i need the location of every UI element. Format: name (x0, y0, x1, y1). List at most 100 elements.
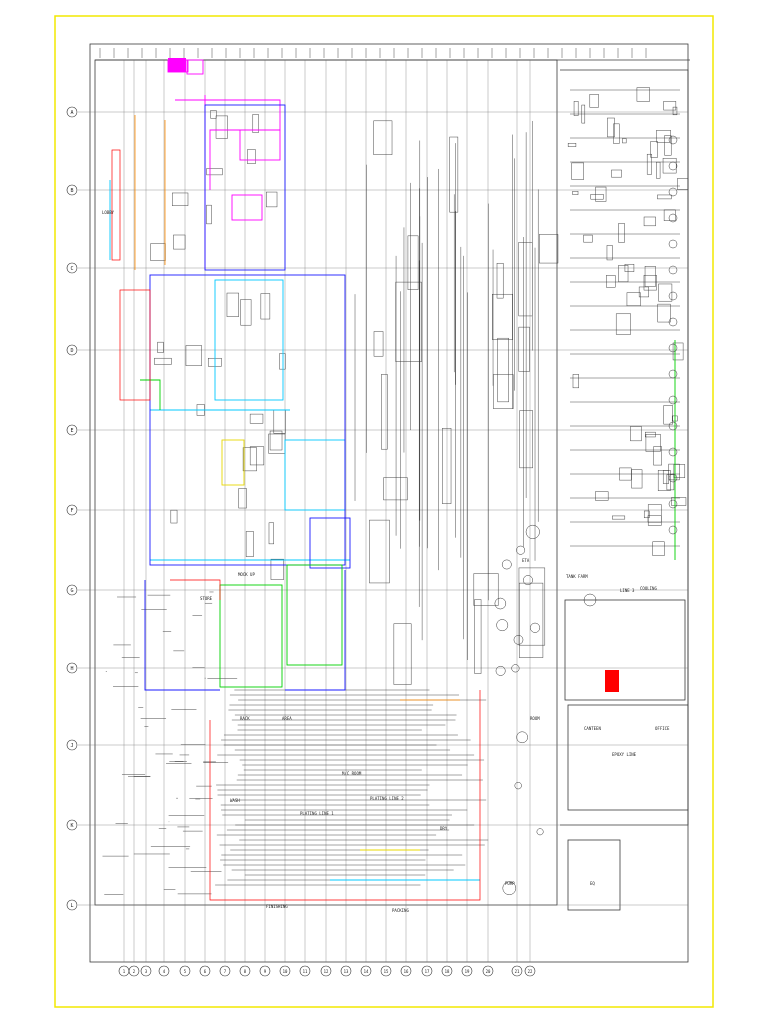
row-marker: J (66, 739, 78, 751)
tank-circle (668, 421, 678, 431)
equipment-block (638, 286, 649, 298)
equipment-block (644, 266, 656, 287)
equipment-block (518, 582, 544, 658)
column-marker-label: 5 (184, 969, 187, 974)
equipment-block (607, 117, 615, 138)
tree-circle (501, 559, 512, 570)
equipment-block (672, 342, 684, 361)
label-lobby: LOBBY (102, 210, 115, 215)
column-marker: 8 (239, 965, 251, 977)
equipment-block (656, 161, 661, 179)
column-marker: 5 (179, 965, 191, 977)
row-marker-label: A (70, 110, 73, 116)
tank-circle (668, 395, 678, 405)
tree-circle (530, 622, 541, 633)
row-marker: B (66, 184, 78, 196)
column-marker-label: 16 (404, 969, 409, 974)
equipment-block (154, 357, 172, 365)
services-zone-yellow (221, 439, 420, 851)
label-plating-line-2: PLATING LINE 2 (370, 796, 404, 801)
equipment-block (518, 326, 530, 372)
equipment-block (643, 275, 657, 291)
building-outline (89, 43, 690, 963)
equipment-block (260, 293, 271, 320)
equipment-block (268, 433, 286, 454)
equipment-block (664, 135, 672, 156)
row-marker-label: L (70, 903, 73, 909)
equipment-block (518, 242, 533, 317)
magenta-equipment-block (168, 58, 186, 72)
services-zone-red (111, 149, 481, 901)
equipment-block (657, 303, 671, 323)
equipment-block (493, 374, 514, 409)
tank-circle (668, 447, 678, 457)
equipment-block (630, 426, 642, 442)
equipment-block (226, 292, 239, 317)
equipment-block (645, 431, 656, 438)
equipment-block (624, 263, 635, 272)
row-marker: G (66, 584, 78, 596)
tank-circle (668, 135, 678, 145)
equipment-block (589, 94, 599, 108)
equipment-block (492, 293, 514, 340)
grid-lines-vertical (123, 60, 531, 962)
tank-circle (668, 499, 678, 509)
row-marker: K (66, 819, 78, 831)
equipment-block (658, 283, 673, 302)
equipment-block (656, 130, 671, 143)
column-marker-label: 18 (445, 969, 450, 974)
column-marker-label: 9 (264, 969, 267, 974)
equipment-block (473, 573, 499, 606)
sheet-border (54, 15, 714, 1008)
equipment-block (266, 191, 278, 208)
equipment-block (518, 567, 546, 646)
equipment-block (393, 623, 412, 685)
area-labels: LOBBY STORE MOCK UP PLATING LINE 1 PLATI… (102, 210, 670, 913)
equipment-block (497, 337, 509, 403)
tree-circle (502, 881, 517, 895)
row-marker-label: D (70, 348, 73, 354)
tree-circle (495, 665, 506, 676)
label-epoxy-line: EPOXY LINE (612, 752, 637, 757)
equipment-block (652, 541, 665, 556)
equipment-block (662, 470, 669, 484)
tank-circle (668, 265, 678, 275)
equipment-block (150, 243, 166, 261)
equipment-block (539, 234, 559, 264)
equipment-block (571, 162, 584, 180)
label-plating-line-1: PLATING LINE 1 (300, 811, 334, 816)
tree-circle (514, 782, 522, 790)
equipment-block (671, 497, 687, 506)
tree-circle (513, 635, 524, 645)
label-pump: PUMP (505, 881, 515, 886)
label-wash: WASH (230, 798, 240, 803)
column-marker-label: 8 (244, 969, 247, 974)
equipment-block (268, 522, 274, 545)
column-marker: 2 (128, 965, 140, 977)
row-marker-label: F (70, 508, 73, 514)
column-marker-label: 10 (283, 969, 288, 974)
column-marker: 10 (279, 965, 291, 977)
label-tank-farm: TANK FARM (566, 574, 588, 579)
services-zone-green (140, 340, 676, 688)
equipment-block (252, 114, 259, 133)
column-marker: 14 (360, 965, 372, 977)
label-canteen: CANTEEN (584, 726, 601, 731)
equipment-block (269, 430, 283, 451)
equipment-block (636, 87, 650, 102)
column-marker: 9 (259, 965, 271, 977)
grid-lines-horizontal (78, 111, 688, 906)
equipment-block (672, 106, 678, 116)
row-marker-label: J (70, 743, 73, 749)
tank-symbols (494, 135, 678, 895)
label-line-3: LINE 3 (620, 588, 635, 593)
column-marker: 4 (158, 965, 170, 977)
column-marker-label: 4 (163, 969, 166, 974)
equipment-block (407, 235, 419, 290)
column-marker-label: 13 (344, 969, 349, 974)
tank-circle (668, 161, 678, 171)
equipment-block (249, 413, 264, 424)
equipment-block (677, 178, 689, 190)
column-marker-label: 14 (364, 969, 369, 974)
